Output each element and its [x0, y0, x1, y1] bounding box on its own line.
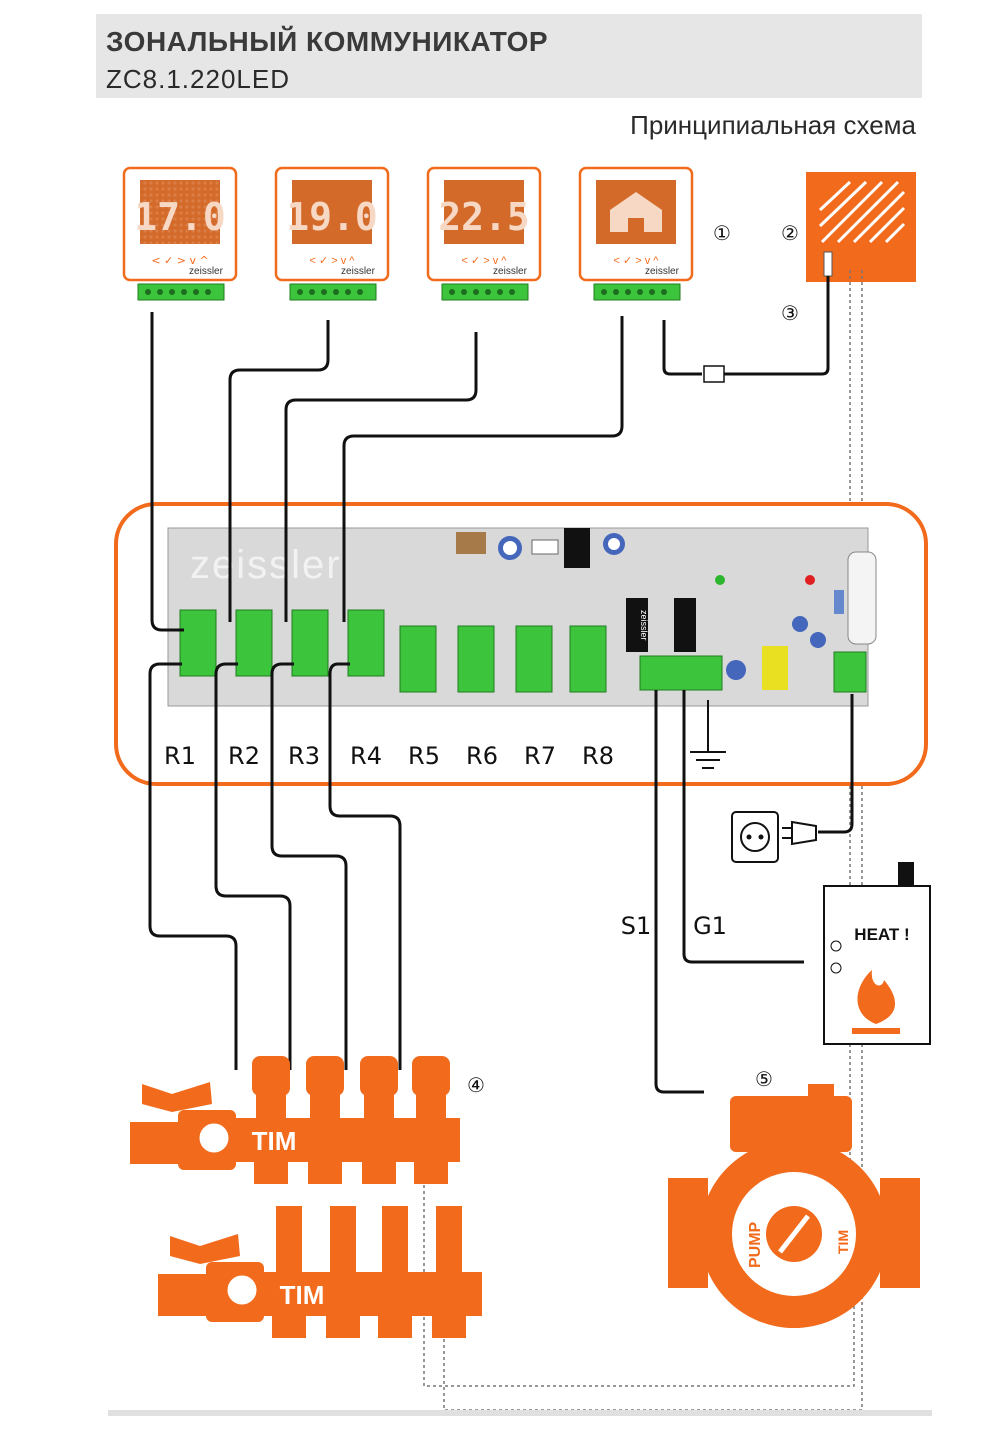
callout-3: ③ [781, 301, 799, 325]
pump-label: PUMP [747, 1221, 764, 1268]
thermostat-4: < ✓ > v ^ zeissler [578, 166, 694, 282]
thermostat-terminals [137, 283, 681, 301]
boiler [823, 862, 931, 1045]
relay-label-r6: R6 [466, 742, 498, 770]
pump-boiler-wiring [654, 690, 854, 1094]
diagram-subtitle: Принципиальная схема [630, 110, 916, 140]
model-number: ZC8.1.220LED [106, 64, 290, 94]
actuator-wiring [148, 662, 402, 1070]
thermostat-brand: zeissler [189, 266, 224, 277]
power-socket-icon [731, 811, 779, 863]
thermostat-brand: zeissler [493, 266, 528, 277]
ground-icon [690, 700, 726, 769]
flame-icon [857, 970, 895, 1024]
thermostat-buttons: < ✓ > v ^ [310, 255, 356, 267]
floor-heating-icon [806, 172, 916, 282]
relay-terminals [179, 609, 867, 693]
thermostat-brand: zeissler [645, 266, 680, 277]
manifold-supply [130, 1056, 460, 1184]
manifold-return [158, 1206, 482, 1338]
thermostat-buttons: < ✓ > v ^ [462, 255, 508, 267]
page-title: ЗОНАЛЬНЫЙ КОММУНИКАТОР [106, 26, 549, 57]
thermostat-display: 17.0 [134, 195, 226, 239]
callout-5: ⑤ [755, 1067, 773, 1091]
sensor-connector-icon [703, 365, 725, 383]
relay-label-r1: R1 [164, 742, 196, 770]
relay-label-r5: R5 [408, 742, 440, 770]
thermostat-display: 19.0 [286, 195, 378, 239]
manifold-return-label: TIM [280, 1280, 325, 1310]
contact-label-g1: G1 [693, 912, 727, 940]
footer-line [108, 1410, 932, 1416]
callout-1: ① [713, 221, 731, 245]
relay-label-r4: R4 [350, 742, 382, 770]
pump [668, 1084, 920, 1328]
thermostat-display: 22.5 [438, 195, 530, 239]
thermostat-brand: zeissler [341, 266, 376, 277]
callout-2: ② [781, 221, 799, 245]
header-band [96, 14, 922, 98]
thermostat-buttons: < ✓ > v ^ [614, 255, 660, 267]
relay-label-r3: R3 [288, 742, 320, 770]
pump-brand: TIM [835, 1230, 851, 1254]
thermostat-wiring [150, 312, 624, 632]
callout-4: ④ [467, 1073, 485, 1097]
manifold-supply-label: TIM [252, 1126, 297, 1156]
house-icon [610, 192, 662, 232]
thermostat-1: 17.0 < ✓ > v ^ zeissler [122, 166, 238, 282]
contact-label-s1: S1 [621, 912, 652, 940]
thermostat-buttons: < ✓ > v ^ [151, 254, 208, 267]
relay-label-r8: R8 [582, 742, 614, 770]
power-plug-icon [782, 820, 817, 846]
relay-label-r7: R7 [524, 742, 556, 770]
relay-chip-label: zeissler [639, 610, 649, 641]
controller-brand: zeissler [190, 543, 342, 587]
thermostat-2: 19.0 < ✓ > v ^ zeissler [274, 166, 390, 282]
thermostat-3: 22.5 < ✓ > v ^ zeissler [426, 166, 542, 282]
relay-label-r2: R2 [228, 742, 260, 770]
board-components [456, 528, 877, 690]
boiler-label: HEAT ! [854, 925, 909, 944]
